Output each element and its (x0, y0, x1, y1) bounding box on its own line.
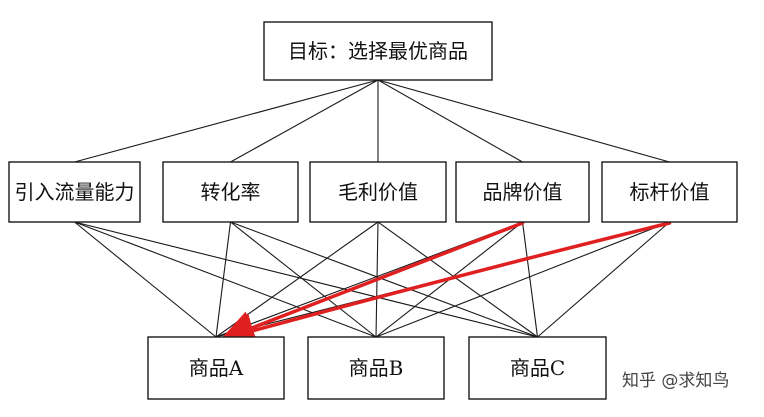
criterion-alternative-link (377, 221, 538, 338)
criterion-alternative-link (537, 221, 670, 338)
criterion-label: 品牌价值 (483, 180, 563, 204)
criterion-box (309, 161, 447, 223)
criterion-label: 转化率 (201, 180, 261, 204)
watermark: 知乎 @求知鸟 (622, 371, 729, 391)
goal-criterion-link (377, 79, 523, 163)
criterion-alternative-link (521, 221, 539, 338)
criterion-box (601, 161, 738, 223)
criterion-alternative-link (74, 221, 217, 338)
alternative-box (307, 336, 445, 400)
criterion-box (162, 161, 299, 223)
alternative-box (468, 336, 607, 400)
alternative-node-b: 商品B (307, 336, 445, 400)
criterion-node-margin: 毛利价值 (309, 161, 447, 223)
criterion-box (8, 161, 141, 223)
criterion-label: 引入流量能力 (15, 180, 135, 204)
criterion-node-conversion: 转化率 (162, 161, 299, 223)
alternative-node-c: 商品C (468, 336, 607, 400)
goal-box (263, 21, 493, 81)
alternative-label: 商品B (349, 356, 404, 380)
criterion-alternative-link (230, 221, 377, 338)
alternative-label: 商品A (189, 356, 244, 380)
criterion-node-brand: 品牌价值 (455, 161, 590, 223)
criterion-alternative-link (215, 221, 232, 338)
criterion-node-traffic: 引入流量能力 (8, 161, 141, 223)
alternative-label: 商品C (510, 356, 565, 380)
criterion-label: 毛利价值 (338, 180, 418, 204)
goal-to-criteria-links (74, 79, 670, 163)
alternative-box (147, 336, 285, 400)
watermark-text: 知乎 @求知鸟 (622, 371, 729, 391)
criterion-alternative-link (230, 221, 538, 338)
alternative-node-a: 商品A (147, 336, 285, 400)
goal-criterion-link (230, 79, 379, 163)
goal-criterion-link (377, 79, 670, 163)
goal-criterion-link (74, 79, 379, 163)
criterion-label: 标杆价值 (630, 180, 710, 204)
criterion-node-benchmark: 标杆价值 (601, 161, 738, 223)
criterion-alternative-link (74, 221, 538, 338)
highlight-arrow (219, 221, 672, 348)
goal-node: 目标：选择最优商品 (263, 21, 493, 81)
criterion-alternative-link (74, 221, 377, 338)
criterion-box (455, 161, 590, 223)
goal-label: 目标：选择最优商品 (288, 39, 468, 63)
criterion-alternative-link (375, 221, 670, 338)
highlight-arrow (219, 221, 525, 345)
highlight-arrows (219, 221, 672, 348)
